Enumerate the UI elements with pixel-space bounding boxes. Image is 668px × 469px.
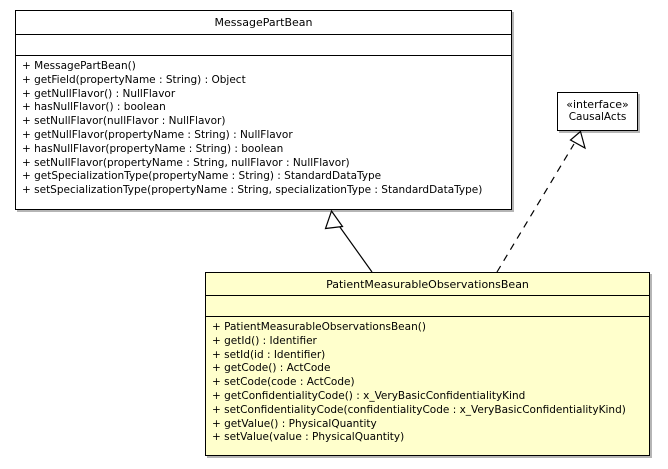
class-box-message-part-bean[interactable]: MessagePartBean + MessagePartBean() + ge… [15, 10, 512, 210]
class-title-message-part-bean: MessagePartBean [16, 11, 511, 35]
generalization-connector [324, 209, 373, 273]
class-title-patient-measurable-observations-bean: PatientMeasurableObservationsBean [206, 273, 649, 296]
operation-row: + getField(propertyName : String) : Obje… [22, 73, 246, 86]
operation-row: + setConfidentialityCode(confidentiality… [212, 403, 626, 416]
operation-row: + PatientMeasurableObservationsBean() [212, 321, 426, 333]
operation-row: + setNullFlavor(propertyName : String, n… [22, 156, 350, 169]
interface-stereotype-label: «interface» [566, 98, 629, 111]
class-attributes-compartment-patient-measurable-observations-bean [206, 296, 649, 317]
interface-label-block: «interface» CausalActs [558, 93, 637, 130]
interface-name-label: CausalActs [568, 111, 627, 123]
operation-row: + hasNullFlavor(propertyName : String) :… [22, 142, 284, 155]
class-operations-compartment-message-part-bean: + MessagePartBean() + getField(propertyN… [16, 56, 511, 202]
operation-row: + getNullFlavor() : NullFlavor [22, 87, 176, 100]
class-attributes-compartment-message-part-bean [16, 35, 511, 56]
operation-row: + getValue() : PhysicalQuantity [212, 417, 377, 430]
class-box-patient-measurable-observations-bean[interactable]: PatientMeasurableObservationsBean + Pati… [205, 272, 650, 456]
operation-row: + getConfidentialityCode() : x_VeryBasic… [212, 389, 526, 402]
operation-row: + hasNullFlavor() : boolean [22, 101, 166, 114]
realization-hollow-triangle-arrowhead [569, 130, 586, 150]
operation-row: + getNullFlavor(propertyName : String) :… [22, 128, 293, 141]
interface-box-causal-acts[interactable]: «interface» CausalActs [557, 92, 638, 131]
generalization-line [336, 222, 373, 273]
operation-row: + MessagePartBean() [22, 60, 136, 72]
operation-row: + setId(id : Identifier) [212, 348, 326, 361]
class-operations-compartment-patient-measurable-observations-bean: + PatientMeasurableObservationsBean() + … [206, 317, 649, 449]
operation-row: + setCode(code : ActCode) [212, 376, 355, 389]
operation-row: + setNullFlavor(nullFlavor : NullFlavor) [22, 115, 226, 128]
operation-row: + setValue(value : PhysicalQuantity) [212, 431, 405, 444]
operation-row: + getCode() : ActCode [212, 362, 331, 375]
operation-row: + getSpecializationType(propertyName : S… [22, 170, 382, 183]
generalization-hollow-triangle-arrowhead [324, 209, 344, 230]
operation-row: + setSpecializationType(propertyName : S… [22, 184, 483, 197]
operation-row: + getId() : Identifier [212, 334, 317, 347]
